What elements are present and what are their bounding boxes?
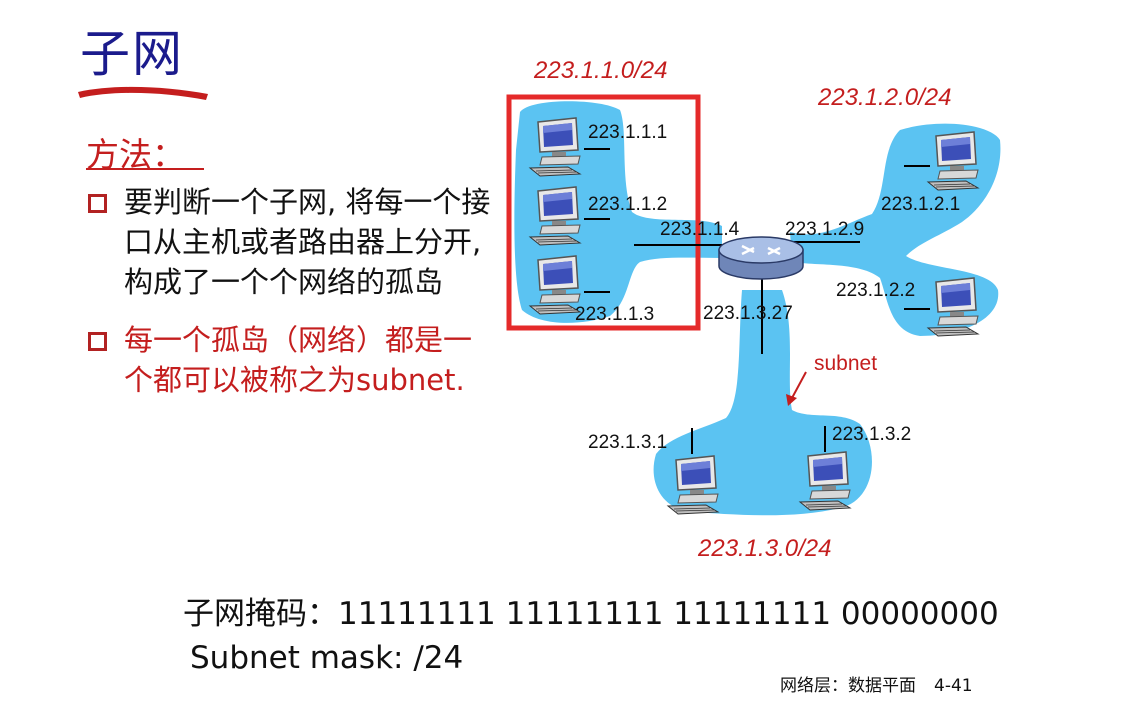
page-number: 4-41: [934, 676, 973, 696]
interface-label: 223.1.1.1: [588, 122, 667, 143]
bullet-item: 要判断一个子网, 将每一个接口从主机或者路由器上分开,构成了一个个网络的孤岛: [88, 182, 498, 302]
interface-label: 223.1.2.1: [881, 194, 960, 215]
title-underline: [78, 86, 208, 100]
bullet-square-icon: [88, 194, 107, 213]
bullet-list: 要判断一个子网, 将每一个接口从主机或者路由器上分开,构成了一个个网络的孤岛 每…: [88, 182, 498, 400]
slide-footer: 网络层：数据平面 4-41: [780, 671, 973, 696]
bullet-item: 每一个孤岛（网络）都是一个都可以被称之为subnet.: [88, 320, 498, 400]
interface-label: 223.1.2.9: [785, 219, 864, 240]
method-label: 方法：: [86, 135, 185, 174]
interface-label: 223.1.1.2: [588, 194, 667, 215]
bullet-text: 要判断一个子网, 将每一个接口从主机或者路由器上分开,构成了一个个网络的孤岛: [124, 185, 491, 299]
bullet-square-icon: [88, 332, 107, 351]
method-underline: [86, 168, 204, 170]
interface-label: 223.1.2.2: [836, 280, 915, 301]
page-title: 子网: [80, 25, 184, 83]
interface-label: 223.1.3.1: [588, 432, 667, 453]
subnet-callout-label: subnet: [814, 352, 877, 375]
router-icon: [718, 236, 804, 280]
interface-label: 223.1.3.27: [703, 303, 793, 324]
subnet-mask-cn: 子网掩码：11111111 11111111 11111111 00000000: [183, 596, 999, 632]
bullet-text: 每一个孤岛（网络）都是一个都可以被称之为subnet.: [124, 323, 473, 397]
network-label-3: 223.1.3.0/24: [697, 535, 831, 562]
network-label-1: 223.1.1.0/24: [533, 57, 667, 84]
subnet-highlight-box: [506, 94, 701, 331]
interface-label: 223.1.3.2: [832, 424, 911, 445]
subnet-arrow: [791, 371, 807, 399]
interface-label: 223.1.1.3: [575, 304, 654, 325]
footer-text: 网络层：数据平面: [780, 676, 916, 696]
subnet-mask-en: Subnet mask: /24: [190, 640, 464, 676]
network-label-2: 223.1.2.0/24: [817, 84, 951, 111]
interface-label: 223.1.1.4: [660, 219, 740, 240]
